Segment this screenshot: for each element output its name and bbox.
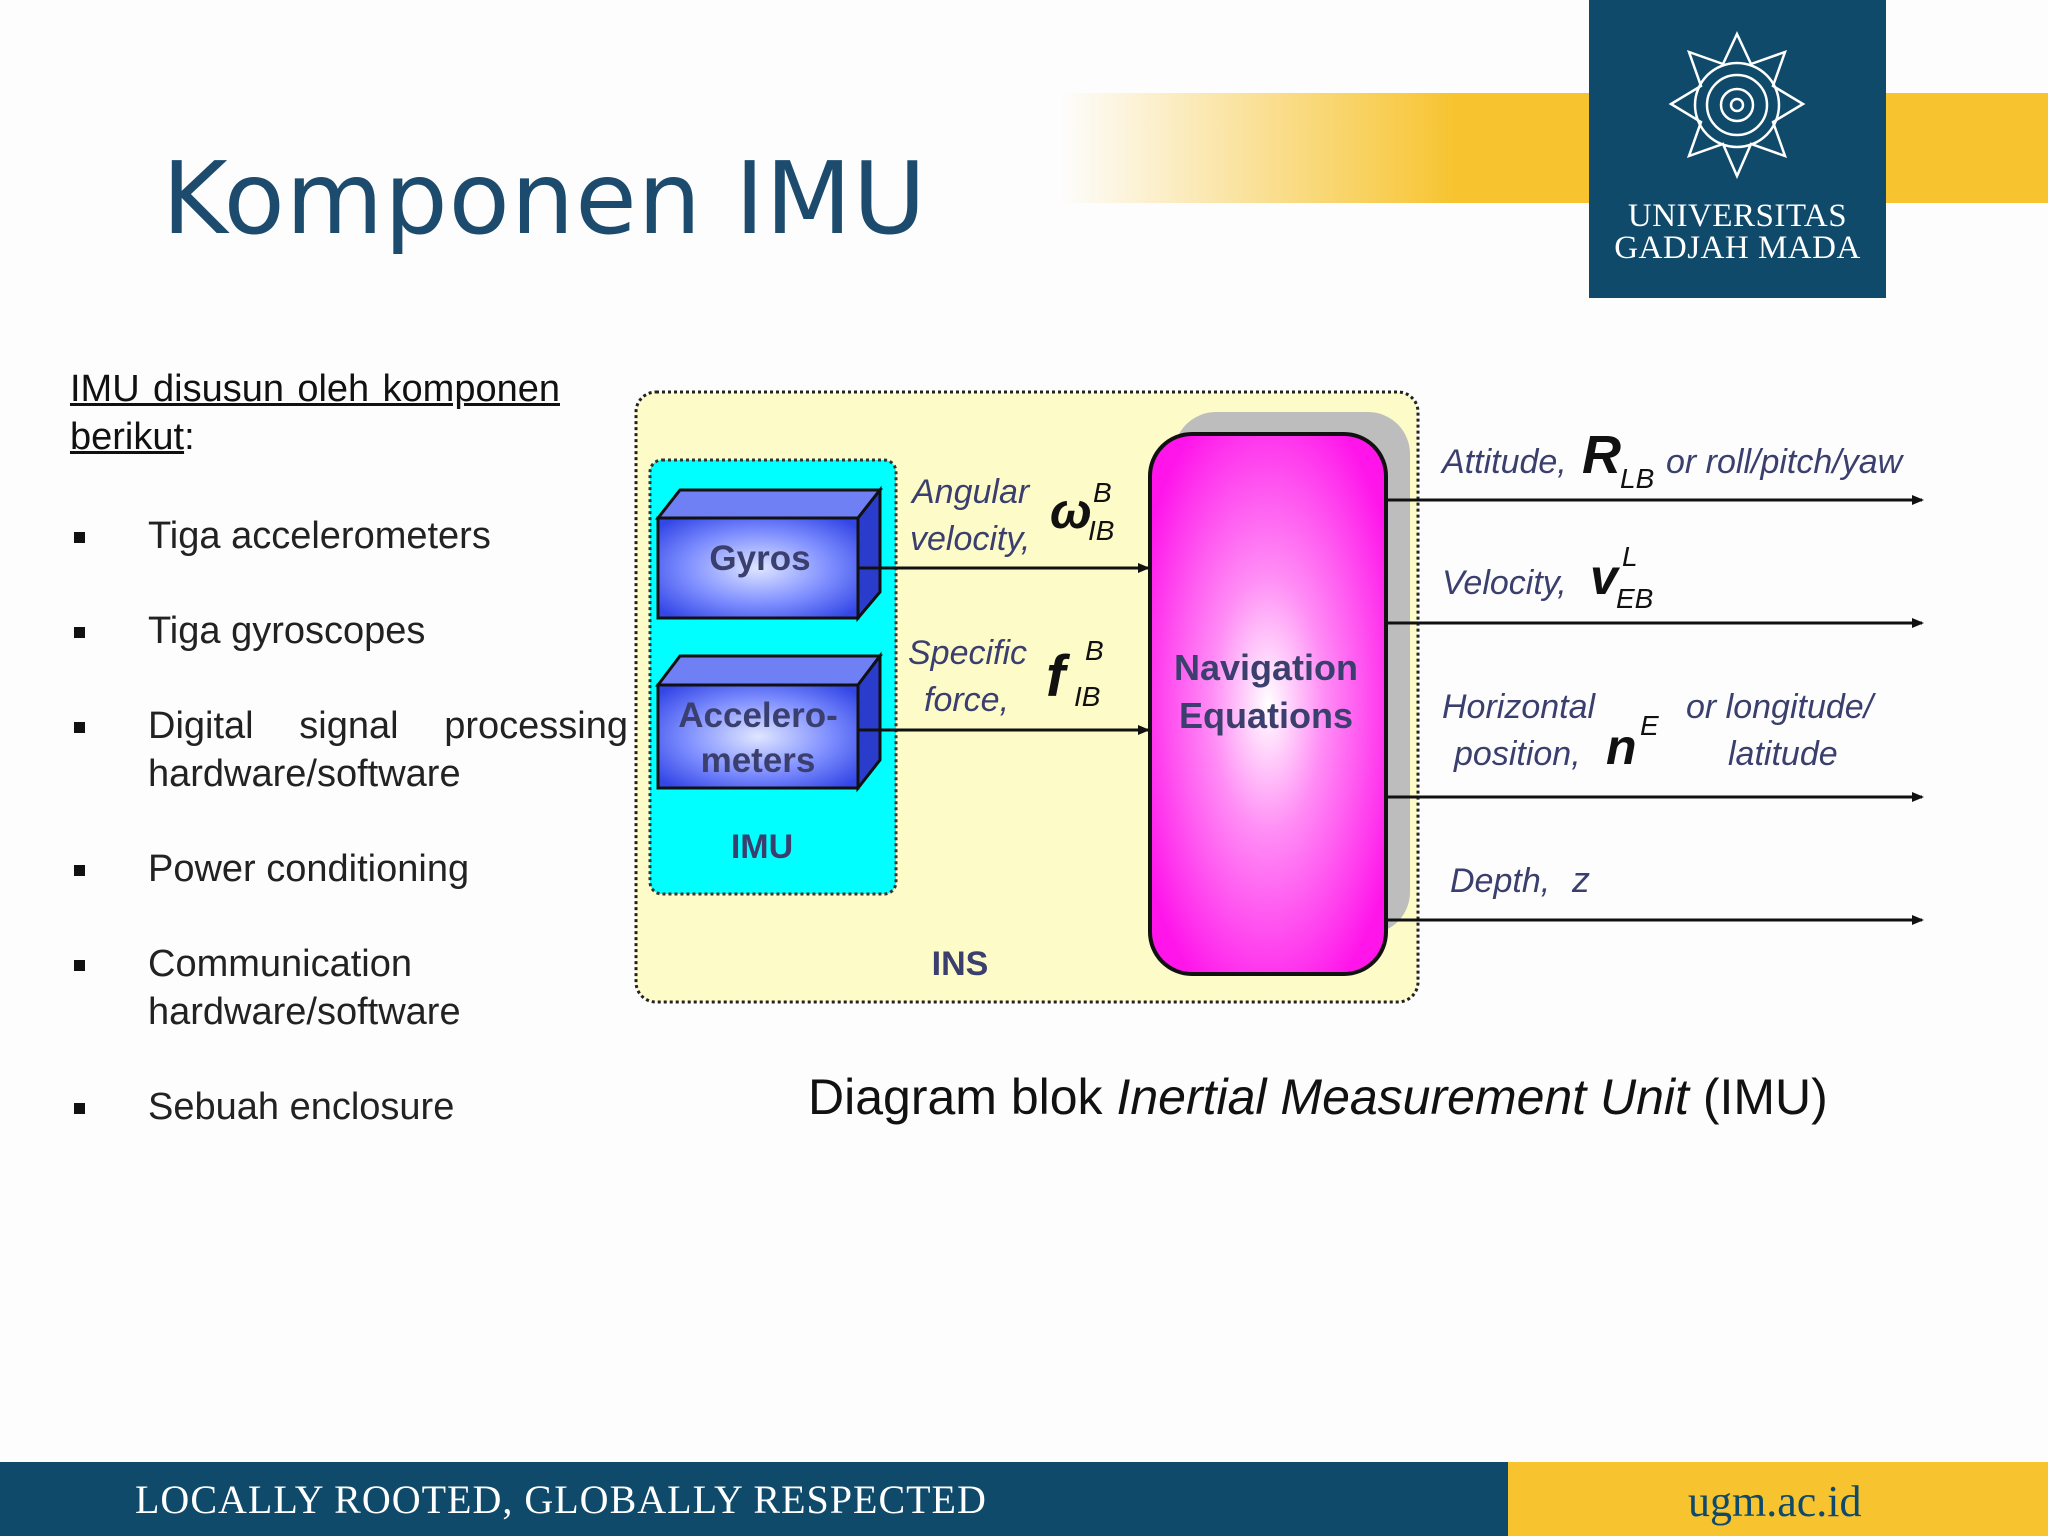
position-label: position, (1453, 735, 1581, 773)
imu-label: IMU (731, 828, 793, 866)
imu-box (648, 458, 898, 896)
list-item-text: Digital signal processing hardware/softw… (148, 705, 628, 795)
omega-symbol: ω (1050, 483, 1092, 539)
bullet-square-icon (74, 865, 85, 876)
velocity-label: Velocity, (1442, 564, 1567, 602)
v-subscript: EB (1616, 583, 1653, 614)
navigation-label-2: Equations (1179, 695, 1353, 736)
header-gold-band (1060, 93, 2048, 203)
footer-gold-section (1508, 1462, 2048, 1536)
bullet-square-icon (74, 722, 85, 733)
z-symbol: z (1571, 859, 1590, 900)
R-subscript: LB (1620, 463, 1654, 494)
f-superscript: B (1085, 635, 1104, 666)
page-title: Komponen IMU (162, 140, 927, 257)
accelerometers-label-1: Accelero- (678, 696, 838, 735)
navigation-label-1: Navigation (1174, 647, 1358, 688)
bullet-square-icon (74, 532, 85, 543)
ins-box (634, 390, 1420, 1004)
n-symbol: n (1606, 719, 1637, 775)
list-item-text: Power conditioning (148, 848, 470, 890)
v-symbol: v (1590, 549, 1621, 605)
attitude-label: Attitude, (1440, 443, 1567, 481)
f-subscript: IB (1074, 681, 1100, 712)
list-item-text: Tiga accelerometers (148, 515, 491, 557)
bullet-square-icon (74, 960, 85, 971)
nav-shadow (1174, 412, 1410, 934)
caption-prefix: Diagram blok (808, 1069, 1117, 1125)
v-superscript: L (1622, 541, 1638, 572)
intro-text: IMU disusun oleh komponen berikut: (70, 365, 560, 461)
accelerometers-block (654, 651, 884, 793)
list-item-text: Sebuah enclosure (148, 1086, 455, 1128)
intro-colon: : (184, 416, 195, 458)
attitude-rest-label: or roll/pitch/yaw (1666, 443, 1905, 481)
angular-label-1: Angular (910, 473, 1031, 511)
intro-underlined: IMU disusun oleh komponen berikut (70, 368, 560, 458)
list-item-text: Tiga gyroscopes (148, 610, 426, 652)
omega-superscript: B (1093, 477, 1112, 508)
specific-label-1: Specific (908, 634, 1027, 672)
ugm-emblem-icon (1668, 31, 1806, 180)
navigation-equations-block (1148, 432, 1388, 976)
angular-label-2: velocity, (910, 520, 1030, 558)
caption-italic: Inertial Measurement Unit (1116, 1069, 1689, 1125)
gyros-label: Gyros (709, 539, 810, 578)
footer-url: ugm.ac.id (1688, 1477, 1862, 1526)
bullet-square-icon (74, 627, 85, 638)
R-symbol: R (1582, 425, 1621, 485)
specific-label-2: force, (924, 681, 1009, 719)
university-logo: UNIVERSITAS GADJAH MADA (1589, 0, 1886, 298)
horizontal-label: Horizontal (1442, 688, 1597, 726)
accelerometers-label-2: meters (701, 741, 816, 780)
list-item-text: Communication hardware/software (148, 943, 461, 1033)
bullet-square-icon (74, 1103, 85, 1114)
logo-line-2: GADJAH MADA (1614, 230, 1861, 266)
caption-suffix: (IMU) (1688, 1069, 1828, 1125)
diagram-caption: Diagram blok Inertial Measurement Unit (… (808, 1068, 1828, 1126)
or-longitude-label: or longitude/ (1686, 688, 1877, 726)
gyros-block (654, 485, 884, 623)
ins-label: INS (932, 945, 989, 983)
latitude-label: latitude (1728, 735, 1838, 773)
f-symbol: f (1046, 644, 1071, 709)
footer-bar: LOCALLY ROOTED, GLOBALLY RESPECTED ugm.a… (0, 1462, 2048, 1536)
omega-subscript: IB (1088, 515, 1114, 546)
n-superscript: E (1640, 710, 1659, 741)
logo-line-1: UNIVERSITAS (1627, 198, 1848, 234)
footer-motto: LOCALLY ROOTED, GLOBALLY RESPECTED (135, 1477, 987, 1522)
depth-label: Depth, (1450, 862, 1550, 900)
